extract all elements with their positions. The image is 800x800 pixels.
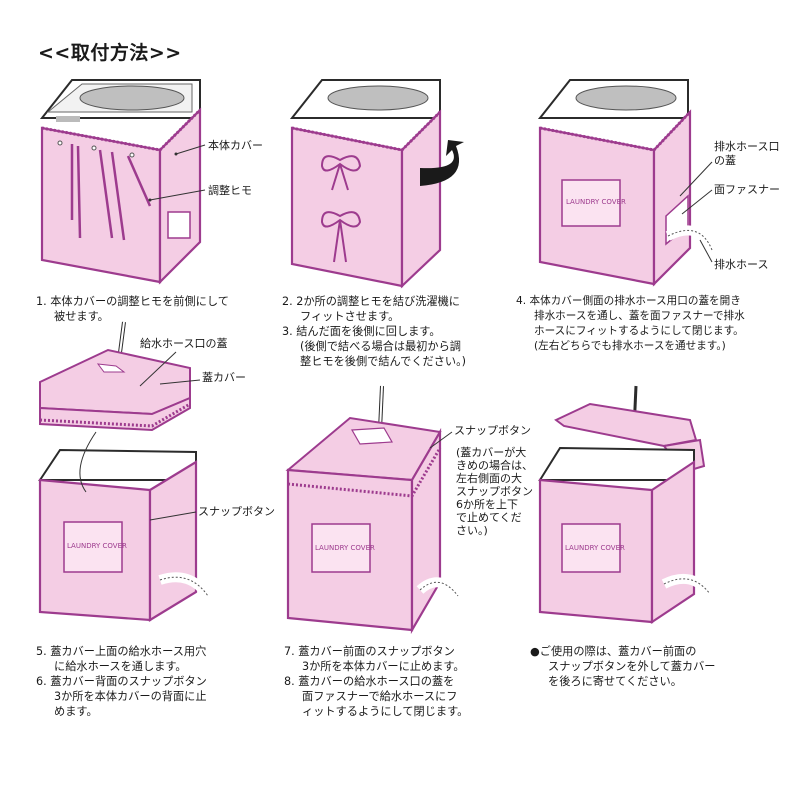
side-note-line-4: スナップボタン: [456, 485, 533, 498]
label-snap-button-b: スナップボタン: [454, 424, 531, 437]
step-3-line-2: (後側で結べる場合は最初から調: [300, 340, 461, 353]
usage-note-line-3: を後ろに寄せてください。: [548, 675, 682, 688]
step-8-line-1: 8. 蓋カバーの給水ホース口の蓋を: [284, 675, 455, 688]
step-6-line-3: めます。: [54, 705, 98, 718]
step-4-line-1: 4. 本体カバー側面の排水ホース用口の蓋を開き: [516, 295, 741, 307]
panel-3-illustration: [537, 79, 717, 287]
step-2-3: 2. 2か所の調整ヒモを結び洗濯機に フィットさせます。 3. 結んだ面を後側に…: [282, 294, 466, 369]
side-note-line-2: きめの場合は、: [456, 459, 533, 472]
label-snap-button-a: スナップボタン: [198, 505, 275, 518]
step-3-line-1: 3. 結んだ面を後側に回します。: [282, 325, 441, 338]
label-drain-hose: 排水ホース: [714, 258, 769, 271]
label-drain-hose-lid-2: の蓋: [714, 154, 736, 167]
panel-7-illustration: [285, 385, 462, 635]
usage-note-line-2: スナップボタンを外して蓋カバー: [548, 660, 716, 673]
step-2-line-1: 2. 2か所の調整ヒモを結び洗濯機に: [282, 295, 460, 308]
brand-plate-7: LAUNDRY COVER: [315, 544, 375, 552]
label-drain-hose-lid-1: 排水ホース口: [714, 140, 780, 153]
brand-plate-3: LAUNDRY COVER: [566, 198, 626, 206]
panel-2-illustration: [289, 79, 464, 289]
step-2-line-2: フィットさせます。: [300, 310, 400, 323]
step-8-line-2: 面ファスナーで給水ホースにフ: [302, 690, 458, 703]
step-1-line-1: 1. 本体カバーの調整ヒモを前側にして: [36, 295, 229, 308]
step-8-line-3: ィットするようにして閉じます。: [302, 705, 469, 718]
page-title: <<取付方法>>: [38, 42, 182, 64]
step-7-line-2: 3か所を本体カバーに止めます。: [302, 660, 465, 673]
brand-plate-5: LAUNDRY COVER: [67, 542, 127, 550]
step-5-6: 5. 蓋カバー上面の給水ホース用穴 に給水ホースを通します。 6. 蓋カバー背面…: [36, 644, 207, 719]
step-6-line-1: 6. 蓋カバー背面のスナップボタン: [36, 675, 207, 688]
label-body-cover: 本体カバー: [208, 139, 263, 152]
step-7-8: 7. 蓋カバー前面のスナップボタン 3か所を本体カバーに止めます。 8. 蓋カバ…: [284, 644, 468, 719]
step-3-line-3: 整ヒモを後側で結んでください。): [300, 355, 467, 368]
step-5-line-1: 5. 蓋カバー上面の給水ホース用穴: [36, 645, 207, 658]
panel-5-illustration: [38, 321, 213, 622]
step-1: 1. 本体カバーの調整ヒモを前側にして 被せます。: [36, 294, 229, 324]
panel-9-illustration: [538, 385, 714, 625]
usage-note: ●ご使用の際は、蓋カバー前面の スナップボタンを外して蓋カバー を後ろに寄せてく…: [530, 644, 715, 689]
step-4-line-3: ホースにフィットするようにして閉じます。: [534, 325, 744, 337]
label-adjust-string: 調整ヒモ: [208, 184, 252, 197]
label-lid-cover: 蓋カバー: [202, 371, 246, 384]
label-face-fastener: 面ファスナー: [714, 183, 780, 196]
usage-note-line-1: ●ご使用の際は、蓋カバー前面の: [530, 645, 697, 658]
step-4-line-4: (左右どちらでも排水ホースを通せます。): [534, 340, 726, 352]
step-7-line-1: 7. 蓋カバー前面のスナップボタン: [284, 645, 455, 658]
side-note-line-6: で止めてくだ: [456, 511, 522, 524]
side-note-line-7: さい。): [456, 524, 488, 537]
side-note-line-3: 左右側面の大: [456, 472, 522, 485]
label-supply-hose-lid: 給水ホース口の蓋: [140, 337, 228, 350]
side-note-line-1: (蓋カバーが大: [456, 446, 527, 459]
brand-plate-9: LAUNDRY COVER: [565, 544, 625, 552]
step-4-line-2: 排水ホースを通し、蓋を面ファスナーで排水: [534, 310, 745, 322]
step-6-line-2: 3か所を本体カバーの背面に止: [54, 690, 207, 703]
panel-1-illustration: [39, 79, 206, 285]
side-note-line-5: 6か所を上下: [456, 498, 518, 511]
step-1-line-2: 被せます。: [54, 310, 109, 323]
step-4: 4. 本体カバー側面の排水ホース用口の蓋を開き 排水ホースを通し、蓋を面ファスナ…: [516, 294, 745, 354]
step-5-line-2: に給水ホースを通します。: [54, 660, 187, 673]
